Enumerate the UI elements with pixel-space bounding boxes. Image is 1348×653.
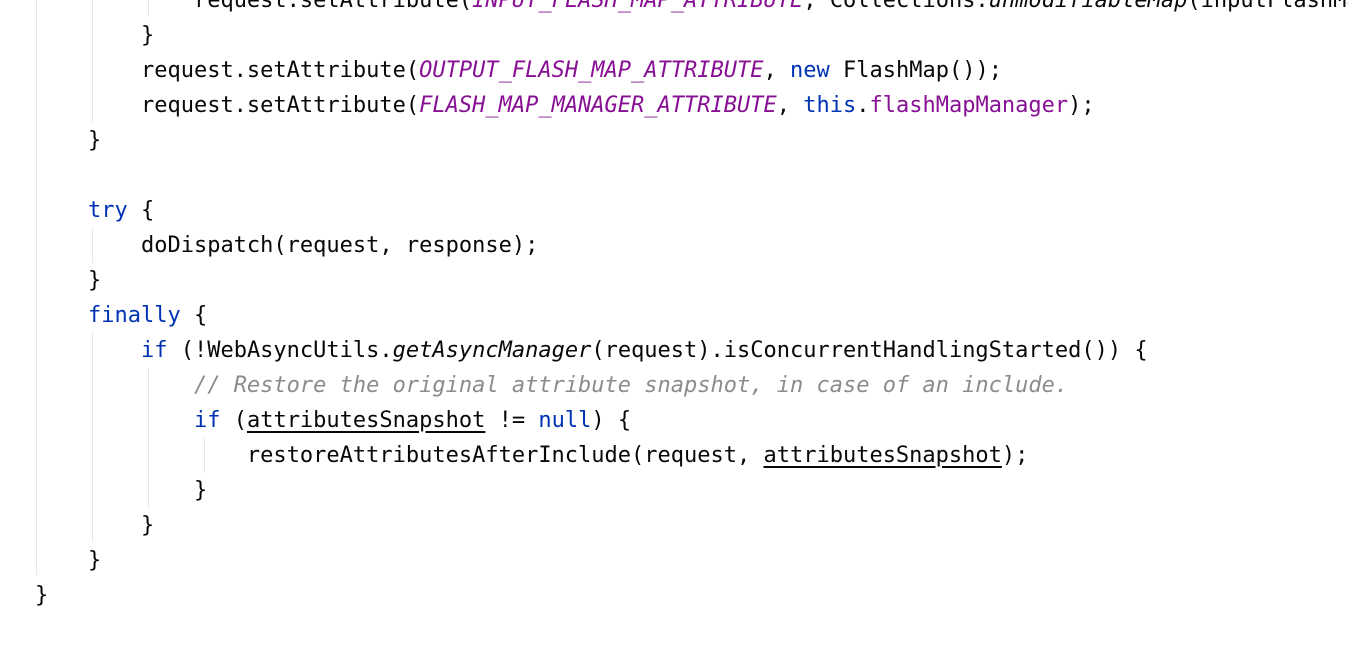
code-indent xyxy=(35,338,141,363)
code-token: . xyxy=(856,93,870,118)
code-token: ); xyxy=(1001,443,1029,468)
code-token: try xyxy=(87,198,128,223)
code-token: // Restore the original attribute snapsh… xyxy=(193,373,1069,398)
code-token: FlashMap()); xyxy=(829,58,1002,83)
code-token: (!WebAsyncUtils. xyxy=(167,338,393,363)
code-indent xyxy=(35,58,141,83)
code-indent xyxy=(35,408,194,433)
indent-guide xyxy=(36,0,37,575)
indent-guide xyxy=(148,368,149,508)
code-line[interactable]: finally { xyxy=(35,298,207,333)
code-token: request.setAttribute( xyxy=(140,58,420,83)
code-token: request.setAttribute( xyxy=(193,0,473,13)
code-token: unmodifiableMap xyxy=(988,0,1188,13)
code-line[interactable]: } xyxy=(35,123,101,158)
code-line[interactable]: } xyxy=(35,18,154,53)
code-token: if xyxy=(193,408,221,433)
code-indent xyxy=(35,128,88,153)
code-indent xyxy=(35,303,88,328)
code-token: } xyxy=(140,513,155,538)
code-token: attributesSnapshot xyxy=(763,443,1002,468)
code-line[interactable]: } xyxy=(35,473,207,508)
indent-guide xyxy=(204,438,205,473)
code-token: doDispatch(request, response); xyxy=(140,233,539,258)
code-line[interactable]: } xyxy=(35,578,48,613)
code-token: } xyxy=(140,23,155,48)
code-line[interactable]: if (attributesSnapshot != null) { xyxy=(35,403,631,438)
code-indent xyxy=(35,233,141,258)
indent-guide xyxy=(92,0,93,122)
indent-guide xyxy=(148,0,149,17)
code-line[interactable]: // Restore the original attribute snapsh… xyxy=(35,368,1068,403)
code-token: ( xyxy=(220,408,247,433)
code-token: { xyxy=(180,303,208,328)
code-indent xyxy=(35,93,141,118)
code-line[interactable]: restoreAttributesAfterInclude(request, a… xyxy=(35,438,1028,473)
code-token: { xyxy=(127,198,155,223)
code-token: INPUT_FLASH_MAP_ATTRIBUTE xyxy=(472,0,804,13)
code-line[interactable]: } xyxy=(35,543,101,578)
code-token: flashMapManager xyxy=(869,93,1069,118)
code-token: ) { xyxy=(591,408,632,433)
code-line[interactable]: request.setAttribute(INPUT_FLASH_MAP_ATT… xyxy=(35,0,1348,18)
code-token: request.setAttribute( xyxy=(140,93,420,118)
code-line[interactable]: request.setAttribute(OUTPUT_FLASH_MAP_AT… xyxy=(35,53,1002,88)
code-indent xyxy=(35,268,88,293)
code-token: != xyxy=(485,408,539,433)
code-line[interactable]: doDispatch(request, response); xyxy=(35,228,538,263)
code-indent xyxy=(35,23,141,48)
code-token: finally xyxy=(87,303,181,328)
code-indent xyxy=(35,373,194,398)
code-line[interactable]: } xyxy=(35,263,101,298)
code-indent xyxy=(35,478,194,503)
code-token: ); xyxy=(1068,93,1095,118)
code-token: OUTPUT_FLASH_MAP_ATTRIBUTE xyxy=(419,58,764,83)
code-indent xyxy=(35,548,88,573)
code-token: getAsyncManager xyxy=(392,338,592,363)
code-token: this xyxy=(803,93,857,118)
code-line[interactable]: } xyxy=(35,508,154,543)
code-token: new xyxy=(790,58,830,83)
indent-guide xyxy=(92,228,93,263)
code-token: FLASH_MAP_MANAGER_ATTRIBUTE xyxy=(419,93,777,118)
code-token: } xyxy=(35,583,49,608)
code-token: attributesSnapshot xyxy=(246,408,486,433)
code-token: } xyxy=(87,548,102,573)
code-token: } xyxy=(87,128,102,153)
code-token: if xyxy=(140,338,168,363)
code-line[interactable]: request.setAttribute(FLASH_MAP_MANAGER_A… xyxy=(35,88,1095,123)
code-token: (request).isConcurrentHandlingStarted())… xyxy=(591,338,1148,363)
code-indent xyxy=(35,0,194,13)
code-token: } xyxy=(193,478,208,503)
code-token: , xyxy=(763,58,790,83)
code-line[interactable]: try { xyxy=(35,193,154,228)
code-token: (inputFlashMap)); xyxy=(1187,0,1348,13)
indent-guide xyxy=(92,332,93,542)
code-indent xyxy=(35,198,88,223)
code-token: null xyxy=(538,408,592,433)
code-token: restoreAttributesAfterInclude(request, xyxy=(246,443,764,468)
code-indent xyxy=(35,443,247,468)
code-token: , xyxy=(776,93,804,118)
code-indent xyxy=(35,513,141,538)
code-token: , Collections. xyxy=(803,0,989,13)
code-token: } xyxy=(87,268,102,293)
code-line[interactable]: if (!WebAsyncUtils.getAsyncManager(reque… xyxy=(35,333,1148,368)
